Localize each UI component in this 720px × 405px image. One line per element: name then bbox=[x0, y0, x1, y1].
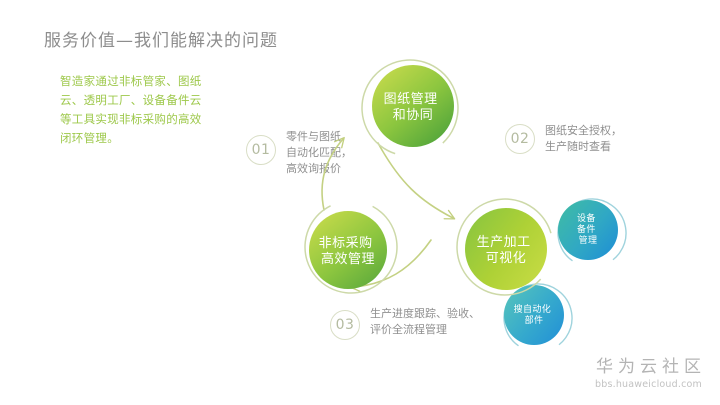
automation-parts-circle bbox=[504, 285, 564, 345]
procurement-ring bbox=[304, 200, 398, 294]
arrow-procurement-to-drawing bbox=[321, 136, 345, 211]
procurement-line2: 高效管理 bbox=[321, 251, 375, 267]
spare-parts-line2: 备件 bbox=[577, 223, 596, 235]
spare-parts-line3: 管理 bbox=[579, 234, 598, 246]
callout-03-text: 生产进度跟踪、验收、 评价全流程管理 bbox=[370, 307, 480, 336]
procurement-circle bbox=[309, 211, 387, 289]
watermark-brand: 华为云社区 bbox=[596, 357, 706, 377]
node-drawing[interactable]: 图纸管理 和协同 bbox=[350, 55, 471, 168]
callout-02: 02 图纸安全授权， 生产随时查看 bbox=[505, 122, 622, 155]
callout-01-number: 01 bbox=[246, 135, 276, 165]
callout-03-number: 03 bbox=[330, 310, 360, 340]
drawing-ring bbox=[361, 59, 459, 157]
production-label: 生产加工 可视化 bbox=[477, 235, 536, 266]
node-spare-parts[interactable]: 设备 备件 管理 bbox=[545, 186, 640, 281]
drawing-label: 图纸管理 和协同 bbox=[384, 92, 443, 123]
intro-paragraph: 智造家通过非标管家、图纸云、透明工厂、设备备件云等工具实现非标采购的高效闭环管理… bbox=[60, 74, 202, 145]
production-circle bbox=[465, 208, 547, 290]
automation-parts-line2: 部件 bbox=[525, 314, 544, 326]
production-line1: 生产加工 bbox=[477, 235, 531, 250]
spare-parts-circle bbox=[558, 200, 618, 260]
procurement-label: 非标采购 高效管理 bbox=[319, 235, 378, 267]
callout-02-text: 图纸安全授权， 生产随时查看 bbox=[545, 124, 622, 153]
node-procurement[interactable]: 非标采购 高效管理 bbox=[290, 185, 413, 309]
watermark: 华为云社区 bbs.huaweicloud.com bbox=[591, 357, 706, 391]
watermark-url: bbs.huaweicloud.com bbox=[595, 379, 702, 390]
callout-03: 03 生产进度跟踪、验收、 评价全流程管理 bbox=[330, 305, 480, 340]
spare-parts-label: 设备 备件 管理 bbox=[577, 212, 599, 246]
drawing-line2: 和协同 bbox=[393, 108, 434, 123]
procurement-line1: 非标采购 bbox=[319, 235, 373, 251]
cycle-diagram: 设备 备件 管理 搜自动化 部件 图纸管理 和协同 bbox=[290, 55, 640, 365]
page-title: 服务价值—我们能解决的问题 bbox=[44, 31, 278, 51]
callout-02-number: 02 bbox=[505, 124, 535, 154]
drawing-line1: 图纸管理 bbox=[384, 92, 438, 107]
production-line2: 可视化 bbox=[486, 251, 527, 266]
automation-parts-line1: 搜自动化 bbox=[514, 303, 552, 315]
drawing-circle bbox=[372, 65, 454, 147]
node-production[interactable]: 生产加工 可视化 bbox=[437, 179, 573, 315]
automation-parts-label: 搜自动化 部件 bbox=[514, 303, 555, 326]
arrow-drawing-to-production bbox=[377, 142, 456, 220]
node-automation-parts[interactable]: 搜自动化 部件 bbox=[491, 271, 586, 365]
spare-parts-line1: 设备 bbox=[577, 212, 596, 224]
